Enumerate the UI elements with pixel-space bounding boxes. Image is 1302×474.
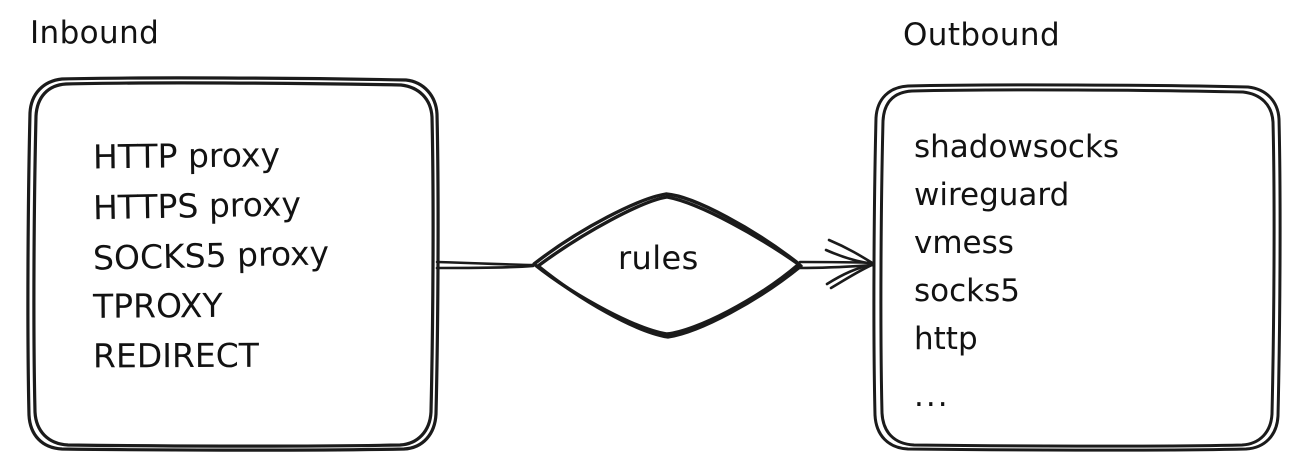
list-item: wireguard — [914, 177, 1070, 213]
outbound-title: Outbound — [903, 17, 1061, 53]
list-item: TPROXY — [92, 285, 223, 326]
inbound-title: Inbound — [30, 15, 160, 51]
connector-rules-to-outbound — [798, 238, 876, 290]
list-item: vmess — [914, 225, 1014, 261]
list-item: socks5 — [914, 273, 1020, 309]
list-item: ... — [914, 378, 950, 414]
arrowhead-icon — [824, 238, 876, 290]
list-item: HTTP proxy — [92, 135, 281, 177]
list-item: shadowsocks — [914, 129, 1120, 165]
connector-inbound-to-rules — [435, 260, 535, 270]
inbound-item-list: HTTP proxy HTTPS proxy SOCKS5 proxy TPRO… — [92, 135, 330, 389]
list-item: http — [914, 321, 978, 357]
list-item: HTTPS proxy — [92, 184, 302, 228]
list-item: REDIRECT — [92, 335, 259, 376]
list-item: SOCKS5 proxy — [92, 233, 330, 278]
rules-node-label: rules — [618, 239, 699, 277]
outbound-item-list: shadowsocks wireguard vmess socks5 http … — [914, 132, 1119, 429]
